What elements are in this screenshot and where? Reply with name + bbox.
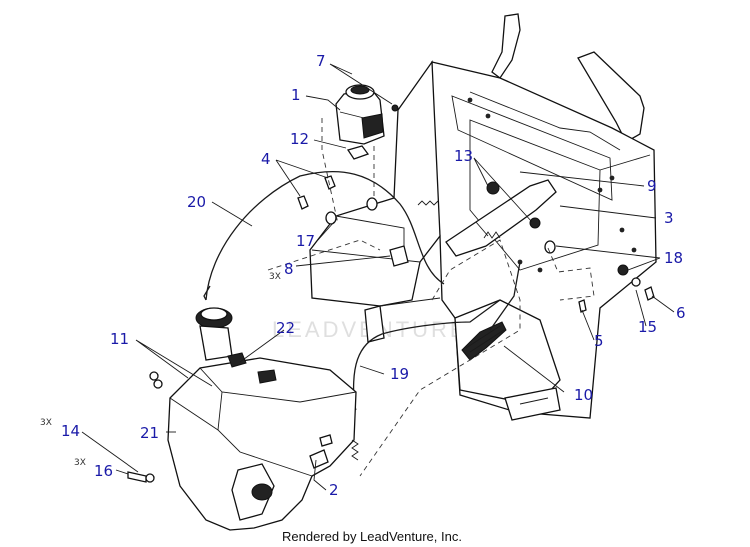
callout-7: 7 — [316, 52, 326, 70]
reservoir — [321, 84, 399, 225]
fuel-tank — [127, 307, 359, 531]
hardware — [297, 175, 655, 313]
callout-11: 11 — [110, 330, 129, 348]
footer-credit: Rendered by LeadVenture, Inc. — [282, 529, 462, 544]
callout-8: 8 — [284, 260, 294, 278]
callout-19: 19 — [390, 365, 409, 383]
callout-22: 22 — [276, 319, 295, 337]
quantity-marks: 3X 3X 3X — [40, 272, 281, 468]
callout-10: 10 — [574, 386, 593, 404]
callout-17: 17 — [296, 232, 315, 250]
callout-9: 9 — [647, 177, 657, 195]
qty-mark-14: 3X — [40, 418, 52, 428]
callout-20: 20 — [187, 193, 206, 211]
callout-21: 21 — [140, 424, 159, 442]
callout-1: 1 — [291, 86, 301, 104]
callout-15: 15 — [638, 318, 657, 336]
qty-mark-16: 3X — [74, 458, 86, 468]
callout-12: 12 — [290, 130, 309, 148]
callout-3: 3 — [664, 209, 674, 227]
callout-13: 13 — [454, 147, 473, 165]
callout-2: 2 — [329, 481, 339, 499]
callout-4: 4 — [261, 150, 271, 168]
leader-lines — [81, 63, 675, 491]
guides — [267, 239, 595, 477]
callout-6: 6 — [676, 304, 686, 322]
callout-5: 5 — [594, 332, 604, 350]
callout-18: 18 — [664, 249, 683, 267]
qty-mark-8: 3X — [269, 272, 281, 282]
callout-14: 14 — [61, 422, 80, 440]
callout-16: 16 — [94, 462, 113, 480]
pedal-lever — [445, 179, 557, 361]
callout-numbers: 1 2 3 4 5 6 7 8 9 10 11 12 13 14 15 16 1… — [61, 52, 686, 499]
